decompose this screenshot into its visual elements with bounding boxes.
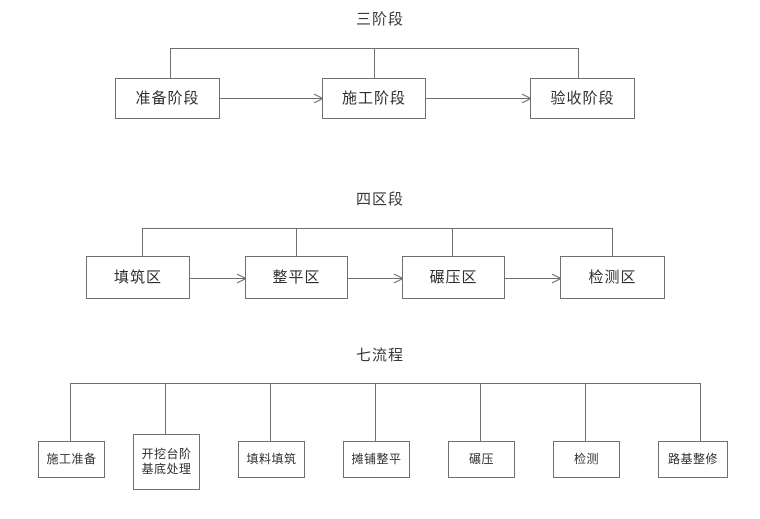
node-label: 碾压区	[429, 268, 478, 287]
bracket-rail-section3	[70, 383, 700, 384]
bracket-leg-section3-2	[165, 383, 166, 434]
node-label: 施工阶段	[341, 89, 406, 108]
node-construction-stage[interactable]: 施工阶段	[322, 78, 426, 119]
node-label-line2: 基底处理	[141, 462, 192, 476]
node-preparation-stage[interactable]: 准备阶段	[115, 78, 220, 119]
bracket-leg-section1-3	[578, 48, 579, 78]
bracket-leg-section3-5	[480, 383, 481, 441]
node-label: 检测区	[588, 268, 637, 287]
node-label: 路基整修	[667, 452, 718, 466]
node-label: 施工准备	[46, 452, 97, 466]
node-filler-filling[interactable]: 填料填筑	[238, 441, 305, 478]
node-construction-preparation[interactable]: 施工准备	[38, 441, 105, 478]
node-acceptance-stage[interactable]: 验收阶段	[530, 78, 635, 119]
node-inspection[interactable]: 检测	[553, 441, 620, 478]
section-title-three-stages: 三阶段	[355, 10, 404, 28]
node-label: 碾压	[468, 452, 494, 466]
node-leveling-zone[interactable]: 整平区	[245, 256, 348, 299]
bracket-rail-section2	[142, 228, 612, 229]
bracket-leg-section3-6	[585, 383, 586, 441]
node-label: 摊铺整平	[351, 452, 402, 466]
bracket-leg-section2-1	[142, 228, 143, 256]
node-excavation-step-subgrade-treatment[interactable]: 开挖台阶 基底处理	[133, 434, 200, 490]
node-compaction-zone[interactable]: 碾压区	[402, 256, 505, 299]
node-filling-zone[interactable]: 填筑区	[86, 256, 190, 299]
connector-section2-2-to-3	[348, 278, 402, 279]
bracket-leg-section2-4	[612, 228, 613, 256]
bracket-leg-section3-1	[70, 383, 71, 441]
bracket-leg-section1-2	[374, 48, 375, 78]
bracket-leg-section2-3	[452, 228, 453, 256]
bracket-leg-section3-7	[700, 383, 701, 441]
connector-section1-1-to-2	[220, 98, 322, 99]
bracket-leg-section2-2	[296, 228, 297, 256]
node-label: 准备阶段	[135, 89, 200, 108]
connector-section2-3-to-4	[505, 278, 560, 279]
bracket-leg-section1-1	[170, 48, 171, 78]
node-label: 验收阶段	[550, 89, 615, 108]
section-title-four-zones: 四区段	[355, 190, 404, 208]
node-inspection-zone[interactable]: 检测区	[560, 256, 665, 299]
node-label-line1: 开挖台阶	[141, 447, 192, 461]
node-spreading-leveling[interactable]: 摊铺整平	[343, 441, 410, 478]
connector-section1-2-to-3	[425, 98, 530, 99]
bracket-leg-section3-3	[270, 383, 271, 441]
node-compaction[interactable]: 碾压	[448, 441, 515, 478]
node-subgrade-finishing[interactable]: 路基整修	[658, 441, 728, 478]
node-label: 填料填筑	[246, 452, 297, 466]
connector-section2-1-to-2	[190, 278, 245, 279]
node-label: 填筑区	[113, 268, 162, 287]
node-label: 检测	[573, 452, 599, 466]
bracket-leg-section3-4	[375, 383, 376, 441]
node-label: 整平区	[272, 268, 321, 287]
section-title-seven-processes: 七流程	[355, 346, 404, 364]
